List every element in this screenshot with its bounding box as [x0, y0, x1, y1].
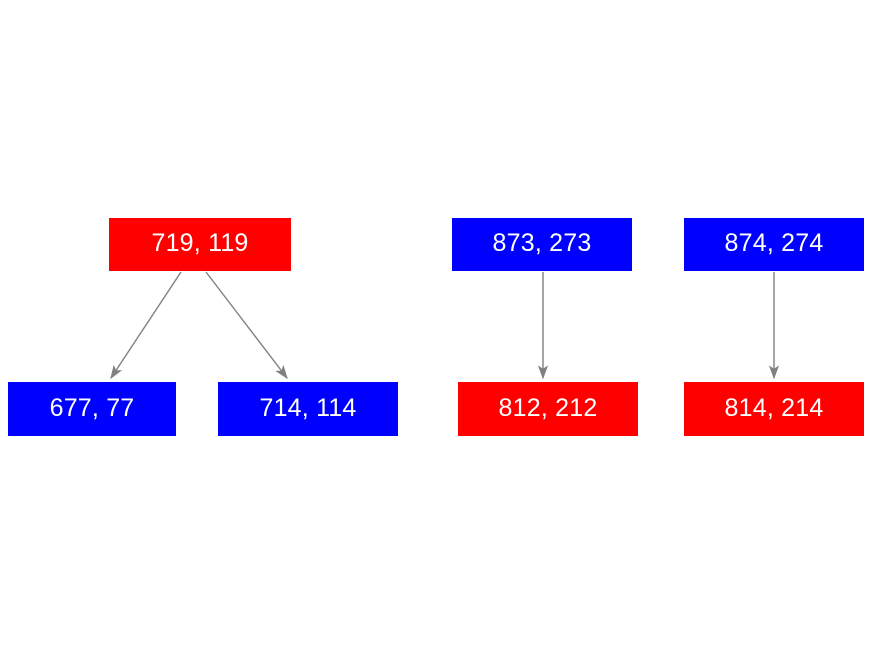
graph-node-714-114[interactable]: 714, 114 [218, 382, 398, 436]
node-label: 874, 274 [724, 229, 824, 257]
graph-edge-n0-to-n1 [110, 271, 182, 380]
node-label: 873, 273 [492, 229, 592, 257]
graph-node-677-77[interactable]: 677, 77 [8, 382, 176, 436]
edges-group [110, 271, 780, 380]
node-label: 814, 214 [724, 393, 824, 422]
graph-node-814-214[interactable]: 814, 214 [684, 382, 864, 436]
graph-node-873-273[interactable]: 873, 273 [452, 218, 632, 271]
graph-node-874-274[interactable]: 874, 274 [684, 218, 864, 271]
node-label: 714, 114 [259, 393, 357, 422]
node-label: 677, 77 [49, 393, 135, 422]
node-label: 719, 119 [151, 229, 249, 257]
node-label: 812, 212 [498, 393, 598, 422]
graph-edge-n0-to-n2 [205, 271, 288, 380]
graph-node-812-212[interactable]: 812, 212 [458, 382, 638, 436]
graph-node-719-119[interactable]: 719, 119 [109, 218, 291, 271]
